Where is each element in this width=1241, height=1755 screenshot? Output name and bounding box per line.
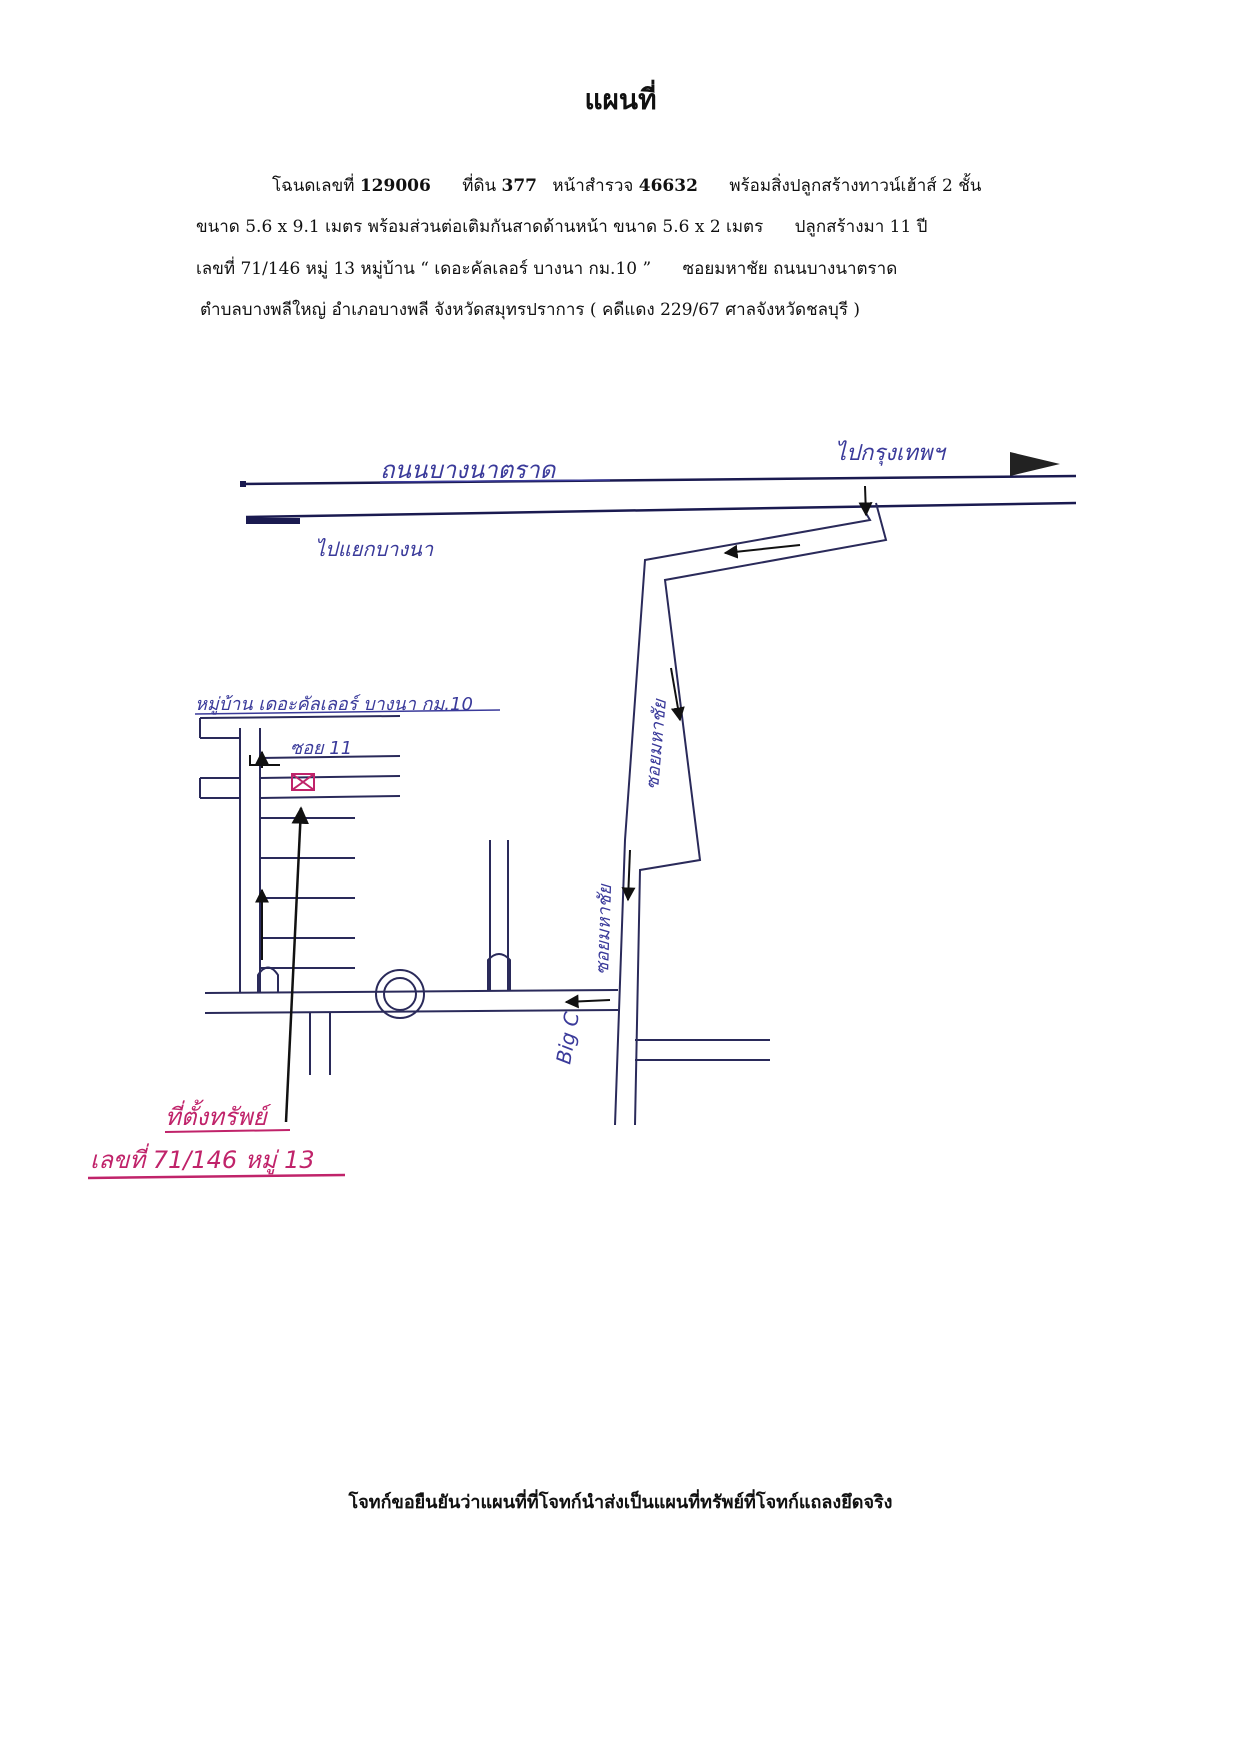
survey-label: หน้าสำรวจ	[552, 176, 634, 196]
property-arrow	[284, 806, 309, 1123]
soi-mahachai-south-label: ซอยมหาชัย	[592, 883, 616, 975]
building-age: ปลูกสร้างมา 11 ปี	[794, 217, 928, 237]
soi-arrow-1	[723, 544, 801, 559]
page-title: แผนที่	[584, 83, 657, 116]
confirmation-statement: โจทก์ขอยืนยันว่าแผนที่ที่โจทก์นำส่งเป็นแ…	[348, 1492, 893, 1513]
property-marker	[291, 773, 315, 791]
address-underline	[87, 1173, 346, 1180]
village-grid	[199, 715, 401, 993]
gate-east	[487, 953, 511, 990]
to-west-label: ไปแยกบางนา	[315, 537, 434, 561]
main-road-underline	[379, 479, 611, 483]
village-arrow	[564, 994, 611, 1009]
deed-line: โฉนดเลขที่ 129006 ที่ดิน 377 หน้าสำรวจ 4…	[272, 172, 981, 199]
deed-label: โฉนดเลขที่	[272, 176, 355, 196]
soi-arrow-2	[670, 667, 685, 722]
property-label: ที่ตั้งทรัพย์	[165, 1099, 272, 1131]
district-line: ตำบลบางพลีใหญ่ อำเภอบางพลี จังหวัดสมุทรป…	[200, 300, 860, 320]
landmark-label: Big C	[551, 1010, 584, 1066]
village-label: หมู่บ้าน เดอะคัลเลอร์ บางนา กม.10	[195, 694, 473, 715]
address-desc: เลขที่ 71/146 หมู่ 13 หมู่บ้าน “ เดอะคัล…	[196, 259, 652, 279]
property-address: เลขที่ 71/146 หมู่ 13	[90, 1143, 315, 1175]
east-arrow	[1010, 452, 1060, 476]
village-road	[204, 840, 619, 1075]
land-label: ที่ดิน	[462, 176, 497, 196]
entry-arrow	[858, 485, 873, 517]
deed-number: 129006	[359, 176, 431, 196]
address-line: เลขที่ 71/146 หมู่ 13 หมู่บ้าน “ เดอะคัล…	[196, 255, 897, 282]
main-road	[239, 474, 1077, 524]
main-road-label: ถนนบางนาตราด	[380, 456, 557, 484]
soi-label: ซอย 11	[290, 738, 352, 759]
to-east-label: ไปกรุงเทพฯ	[835, 440, 947, 466]
soi-arrow-3	[621, 849, 636, 902]
soi-mahachai-road	[614, 502, 888, 1126]
building-desc: พร้อมสิ่งปลูกสร้างทาวน์เฮ้าส์ 2 ชั้น	[729, 176, 982, 196]
soi-mahachai-north-label: ซอยมหาชัย	[642, 697, 671, 790]
size-desc: ขนาด 5.6 x 9.1 เมตร พร้อมส่วนต่อเติมกันส…	[196, 217, 764, 237]
route-arrow-soi	[249, 755, 280, 766]
village-underline	[194, 709, 501, 715]
bigc-road	[635, 1039, 770, 1061]
land-number: 377	[501, 176, 538, 196]
property-underline	[164, 1129, 291, 1133]
road-desc: ซอยมหาชัย ถนนบางนาตราด	[682, 259, 898, 279]
size-line: ขนาด 5.6 x 9.1 เมตร พร้อมส่วนต่อเติมกันส…	[196, 213, 927, 240]
survey-number: 46632	[638, 176, 698, 196]
